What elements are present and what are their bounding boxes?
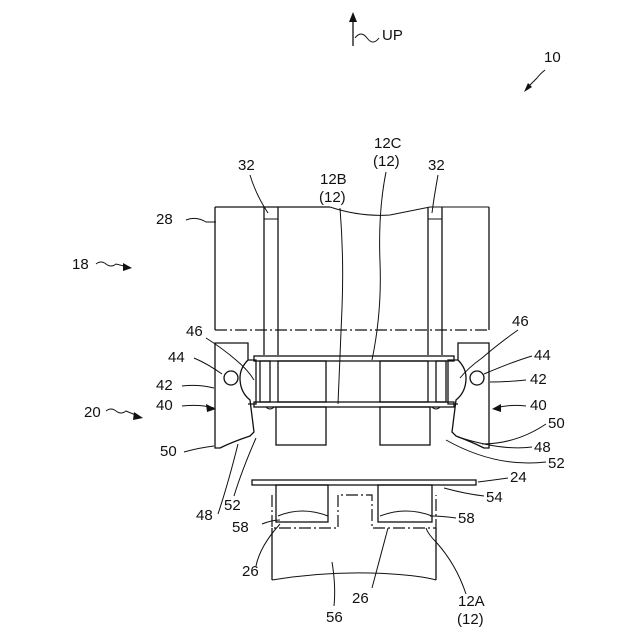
ref-32-left: 32 <box>238 157 255 174</box>
ref-46-right: 46 <box>512 313 529 330</box>
ref-44-left: 44 <box>168 349 185 366</box>
leader-20 <box>106 409 143 420</box>
ref-24: 24 <box>510 469 527 486</box>
ref-48-left: 48 <box>196 507 213 524</box>
plate-12b <box>254 402 454 407</box>
lower-blocks <box>266 407 440 445</box>
ref-52-left: 52 <box>224 497 241 514</box>
ref-44-right: 44 <box>534 347 551 364</box>
left-holder-40 <box>215 343 256 448</box>
plate-12c <box>254 356 454 361</box>
ref-10: 10 <box>544 49 561 66</box>
ref-50-right: 50 <box>548 415 565 432</box>
upper-blocks <box>260 361 446 402</box>
ref-12b: 12B <box>320 171 347 188</box>
upper-body-28 <box>215 207 489 355</box>
ref-26-left: 26 <box>242 563 259 580</box>
ref-28: 28 <box>156 211 173 228</box>
ref-12c: 12C <box>374 135 402 152</box>
up-arrow-icon <box>349 12 379 46</box>
ref-48-right: 48 <box>534 439 551 456</box>
ref-52-right: 52 <box>548 455 565 472</box>
ref-26-mid: 26 <box>352 590 369 607</box>
left-pin-44 <box>224 371 238 385</box>
ref-40-left: 40 <box>156 397 173 414</box>
ref-12a-sub: (12) <box>457 611 484 628</box>
leaders <box>182 172 546 606</box>
plate-24 <box>252 480 476 485</box>
ref-42-left: 42 <box>156 377 173 394</box>
ref-12a: 12A <box>458 593 485 610</box>
leader-18 <box>96 262 132 271</box>
ref-42-right: 42 <box>530 371 547 388</box>
ref-46-left: 46 <box>186 323 203 340</box>
ref-20: 20 <box>84 404 101 421</box>
ref-58-left: 58 <box>232 519 249 536</box>
ref-32-right: 32 <box>428 157 445 174</box>
ref-56: 56 <box>326 609 343 626</box>
ref-18: 18 <box>72 256 89 273</box>
base-56 <box>272 495 436 580</box>
ref-50-left: 50 <box>160 443 177 460</box>
ref-58-right: 58 <box>458 510 475 527</box>
ref-40-right: 40 <box>530 397 547 414</box>
bottom-blocks <box>276 485 432 522</box>
leader-10 <box>524 70 545 92</box>
ref-12c-sub: (12) <box>373 153 400 170</box>
up-label: UP <box>382 27 403 44</box>
right-pin-44 <box>470 371 484 385</box>
ref-54: 54 <box>486 489 503 506</box>
ref-12b-sub: (12) <box>319 189 346 206</box>
